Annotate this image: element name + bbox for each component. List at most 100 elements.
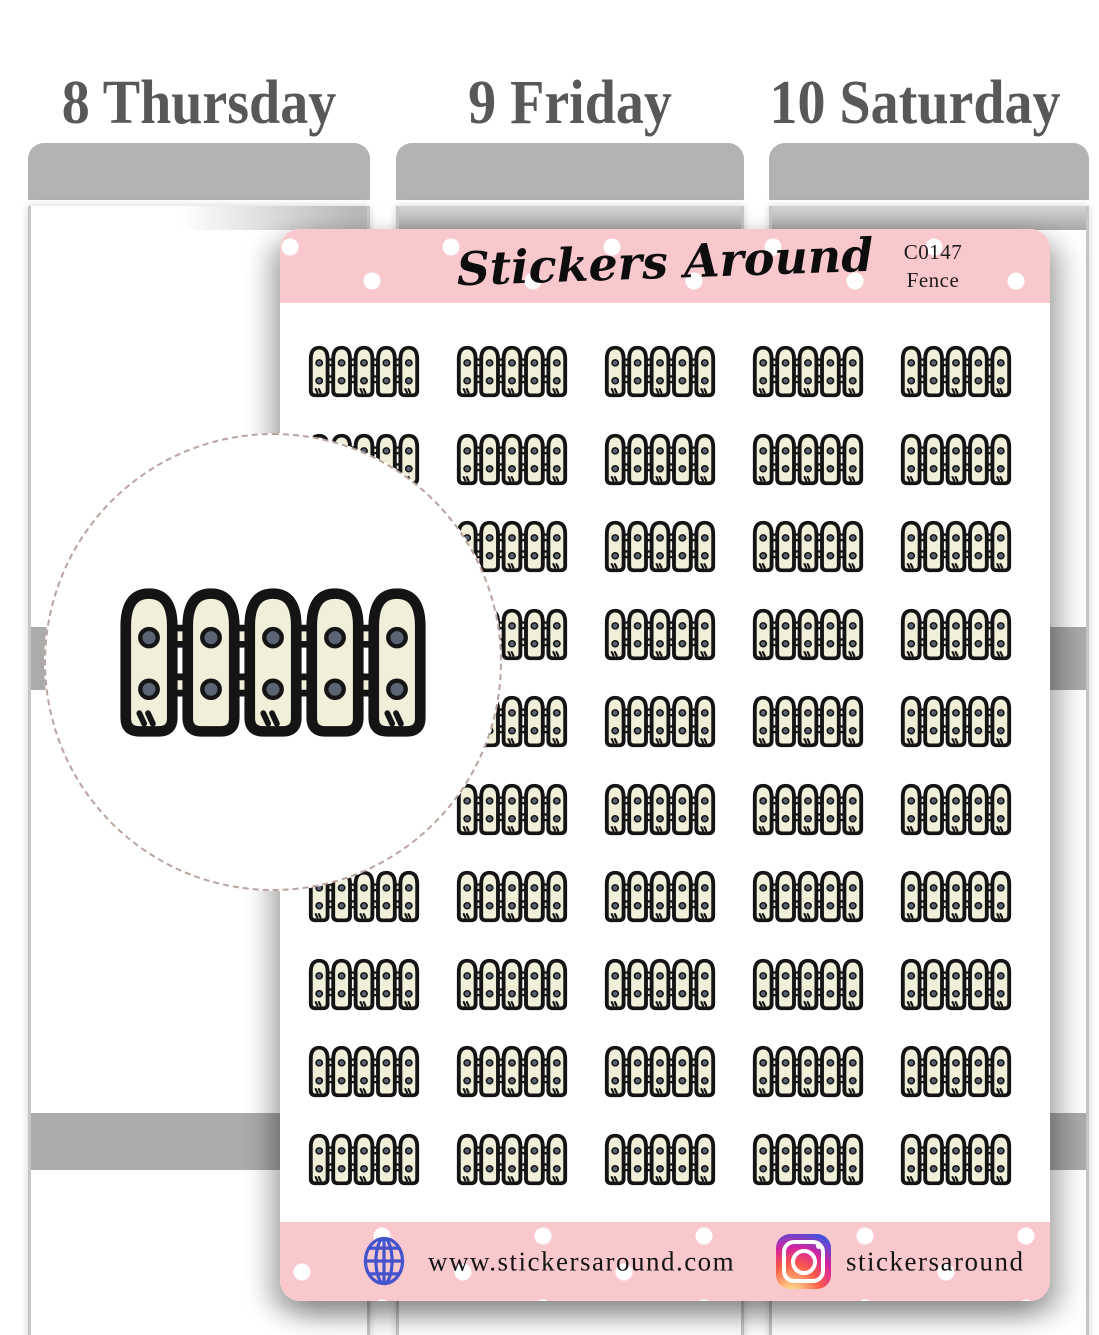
fence-icon [900, 695, 1012, 748]
fence-sticker [900, 958, 1012, 1011]
fence-sticker [900, 870, 1012, 923]
fence-icon [900, 608, 1012, 660]
fence-icon [308, 345, 420, 398]
sheet-code: C0147 [903, 240, 963, 264]
fence-icon-large [118, 586, 428, 739]
fence-icon [752, 958, 864, 1010]
fence-sticker [456, 870, 568, 923]
fence-icon [604, 958, 716, 1010]
fence-sticker [604, 958, 716, 1011]
fence-sticker [604, 345, 716, 398]
fence-sticker [604, 1133, 716, 1186]
fence-sticker [604, 520, 716, 573]
fence-sticker [752, 783, 864, 836]
fence-icon [752, 433, 864, 485]
fence-icon [752, 783, 864, 835]
fence-icon [308, 1133, 420, 1185]
fence-icon [308, 958, 420, 1010]
fence-icon [752, 520, 864, 573]
fence-icon [752, 1045, 864, 1098]
planner-tab [769, 143, 1089, 200]
fence-sticker [604, 433, 716, 486]
fence-sticker [752, 958, 864, 1011]
sheet-footer-band: www.stickersaround.com stickersaround [280, 1222, 1050, 1301]
website-url: www.stickersaround.com [428, 1246, 736, 1276]
fence-sticker [604, 783, 716, 836]
fence-sticker [456, 1133, 568, 1186]
day-header-saturday: 10 Saturday [769, 67, 1061, 138]
fence-sticker [604, 870, 716, 923]
fence-sticker [456, 958, 568, 1011]
fence-icon [308, 1045, 420, 1098]
fence-sticker [900, 783, 1012, 836]
fence-sticker [752, 433, 864, 486]
fence-sticker [752, 870, 864, 923]
instagram-icon-lens [790, 1248, 817, 1275]
fence-icon [900, 783, 1012, 835]
fence-icon [900, 870, 1012, 923]
fence-icon [900, 520, 1012, 573]
day-header-thursday: 8 Thursday [61, 67, 337, 138]
fence-icon [752, 1133, 864, 1185]
fence-icon [604, 1045, 716, 1098]
fence-sticker [752, 608, 864, 661]
fence-icon [456, 433, 568, 485]
fence-icon [604, 433, 716, 485]
sheet-sku-block: C0147 Fence [868, 238, 998, 294]
fence-sticker [308, 958, 420, 1011]
fence-icon [752, 870, 864, 923]
fence-sticker [900, 1045, 1012, 1098]
globe-icon [363, 1236, 405, 1286]
fence-sticker [456, 783, 568, 836]
fence-icon [604, 520, 716, 573]
fence-sticker [900, 695, 1012, 748]
page-top-shade [31, 206, 367, 230]
sheet-product-name: Fence [906, 268, 960, 292]
fence-icon [900, 433, 1012, 485]
fence-icon [604, 608, 716, 660]
page-top-shade [399, 206, 741, 230]
fence-icon [752, 695, 864, 748]
fence-sticker [900, 608, 1012, 661]
fence-icon [604, 783, 716, 835]
fence-sticker [900, 433, 1012, 486]
zoom-preview-circle [44, 433, 502, 891]
fence-icon [456, 1045, 568, 1098]
fence-sticker [604, 608, 716, 661]
page-top-shade [772, 206, 1086, 230]
fence-sticker [308, 345, 420, 398]
fence-icon [456, 783, 568, 835]
fence-sticker [456, 1045, 568, 1098]
day-header-friday: 9 Friday [468, 67, 672, 138]
fence-icon [900, 1045, 1012, 1098]
fence-sticker [604, 695, 716, 748]
fence-icon [456, 345, 568, 398]
fence-icon [604, 870, 716, 923]
fence-sticker [308, 1133, 420, 1186]
fence-sticker [752, 1045, 864, 1098]
fence-icon [900, 1133, 1012, 1185]
fence-icon [604, 695, 716, 748]
fence-sticker [456, 345, 568, 398]
fence-icon [456, 1133, 568, 1185]
instagram-handle: stickersaround [846, 1246, 1025, 1276]
instagram-icon-dot [816, 1243, 822, 1249]
planner-tab [396, 143, 744, 200]
fence-sticker [456, 433, 568, 486]
fence-sticker [900, 345, 1012, 398]
fence-icon [900, 345, 1012, 398]
instagram-icon [776, 1234, 831, 1289]
fence-icon [604, 1133, 716, 1185]
fence-sticker [752, 1133, 864, 1186]
fence-icon [604, 345, 716, 398]
fence-icon [752, 345, 864, 398]
fence-sticker [752, 520, 864, 573]
fence-icon [456, 958, 568, 1010]
fence-sticker [752, 695, 864, 748]
sheet-header-band: Stickers Around C0147 Fence [280, 229, 1050, 303]
fence-icon [456, 870, 568, 923]
fence-sticker [752, 345, 864, 398]
fence-icon [752, 608, 864, 660]
planner-tab [28, 143, 370, 200]
